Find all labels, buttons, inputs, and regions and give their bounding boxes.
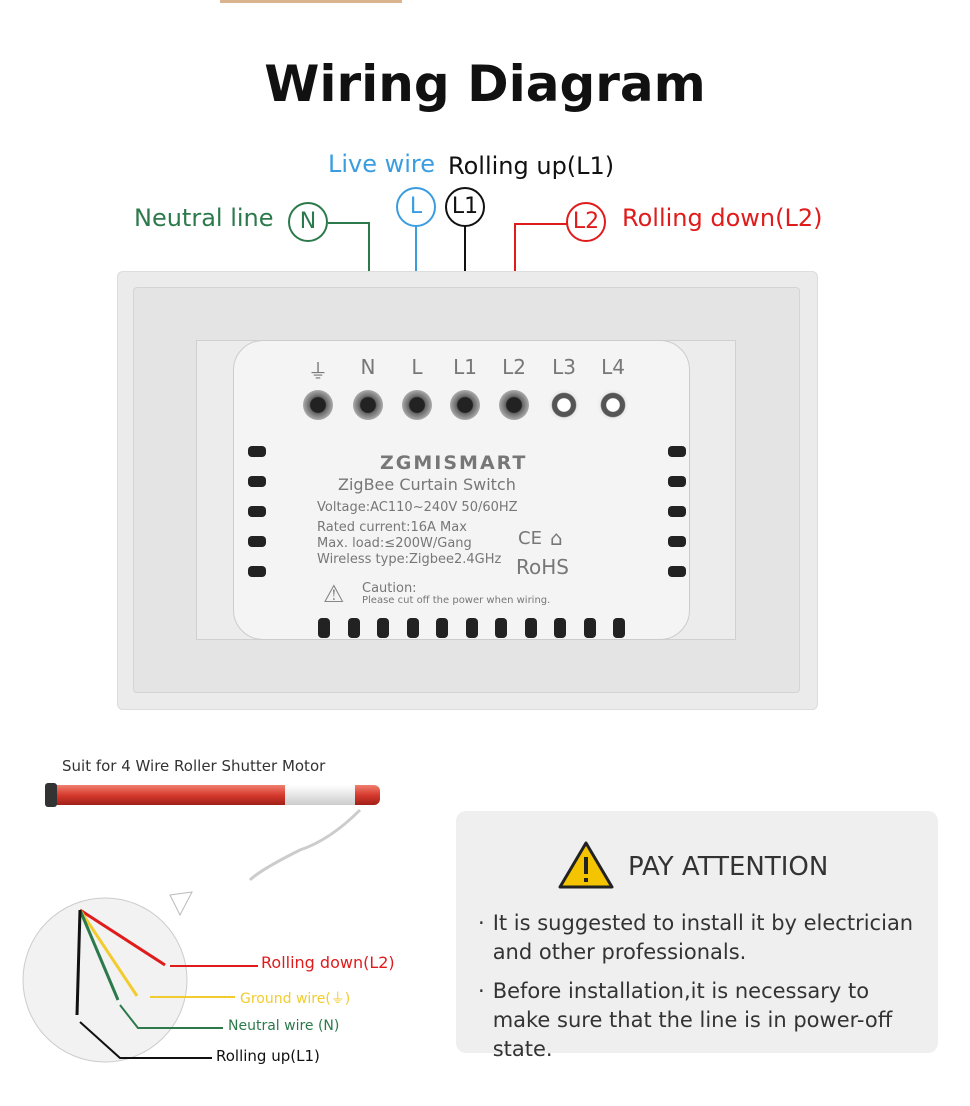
vent-slot: [406, 618, 419, 638]
caution-text: Please cut off the power when wiring.: [362, 595, 551, 606]
terminal-screw: [450, 390, 480, 420]
motor-head: [285, 785, 355, 805]
load-spec: Max. load:≤200W/Gang: [317, 536, 472, 551]
motor-cable: [248, 808, 362, 882]
terminal-screw: [303, 390, 333, 420]
terminal-screw: [499, 390, 529, 420]
attention-heading: PAY ATTENTION: [628, 852, 829, 882]
terminal-label: L2: [502, 355, 526, 379]
ce-mark: CE: [518, 528, 542, 549]
caution-heading: Caution:: [362, 581, 417, 596]
vent-slot: [248, 476, 266, 487]
top-accent-bar: [220, 0, 402, 3]
vent-slot: [465, 618, 478, 638]
rohs-mark: RoHS: [516, 555, 569, 579]
brand-logo: ZGMISMART: [380, 452, 528, 474]
terminal-screw: [402, 390, 432, 420]
terminal-label: L: [411, 355, 423, 379]
vent-slot: [248, 446, 266, 457]
circle-l: L: [396, 187, 436, 227]
vent-slot: [495, 618, 507, 638]
circle-l1: L1: [445, 187, 485, 227]
terminal-label: L1: [453, 355, 477, 379]
motor-end-cap: [45, 783, 57, 807]
warning-icon: [558, 841, 614, 889]
leader-line: [79, 1021, 212, 1059]
terminal-label: L4: [601, 355, 625, 379]
vent-slot: [668, 536, 686, 547]
motor-rolling-down-label: Rolling down(L2): [261, 953, 395, 972]
bullet-item: · It is suggested to install it by electr…: [478, 909, 918, 967]
vent-slot: [248, 506, 266, 517]
vent-slot: [248, 536, 266, 547]
terminal-label: L3: [552, 355, 576, 379]
vent-slot: [347, 618, 360, 638]
vent-slot: [377, 618, 389, 638]
current-spec: Rated current:16A Max: [317, 520, 467, 535]
motor-rolling-up-label: Rolling up(L1): [216, 1047, 320, 1065]
vent-slot: [668, 566, 686, 577]
terminal-screw: [353, 390, 383, 420]
live-wire-label: Live wire: [328, 150, 436, 178]
vent-slot: [613, 618, 625, 638]
vent-slot: [583, 618, 596, 638]
magnifier-pointer: [169, 891, 193, 917]
wireless-spec: Wireless type:Zigbee2.4GHz: [317, 552, 502, 567]
terminal-screw: [598, 390, 628, 420]
magnifier-circle: [22, 897, 188, 1063]
terminal-label: N: [360, 355, 376, 379]
vent-slot: [554, 618, 566, 638]
vent-slot: [436, 618, 448, 638]
vent-slot: [668, 446, 686, 457]
home-icon: ⌂: [550, 526, 563, 550]
vent-slot: [668, 476, 686, 487]
leader-line: [119, 1004, 223, 1029]
bullet-dot: ·: [478, 911, 485, 935]
bullet-item: · Before installation,it is necessary to …: [478, 977, 918, 1064]
motor-ground-label: Ground wire(⏚): [240, 991, 351, 1007]
circle-l2: L2: [566, 202, 606, 242]
vent-slot: [318, 618, 330, 638]
terminal-screw: [549, 390, 579, 420]
motor-wire-detail: [22, 808, 362, 1063]
attention-box: [456, 811, 938, 1053]
rolling-up-label: Rolling up(L1): [448, 152, 615, 180]
voltage-spec: Voltage:AC110~240V 50/60HZ: [317, 500, 518, 515]
terminal-label: ⏚: [308, 359, 328, 383]
bullet-dot: ·: [478, 979, 485, 1003]
vent-slot: [524, 618, 537, 638]
motor-neutral-label: Neutral wire (N): [228, 1018, 340, 1034]
product-name: ZigBee Curtain Switch: [338, 475, 516, 494]
neutral-line-label: Neutral line: [134, 204, 274, 232]
bullet-text: Before installation,it is necessary to m…: [492, 979, 893, 1061]
rolling-down-label: Rolling down(L2): [622, 204, 823, 232]
motor-caption: Suit for 4 Wire Roller Shutter Motor: [62, 757, 326, 775]
attention-bullets: · It is suggested to install it by electr…: [478, 909, 918, 1064]
red-wire: [79, 908, 166, 967]
green-wire: [78, 909, 120, 1001]
page-title: Wiring Diagram: [264, 55, 706, 113]
circle-n: N: [288, 202, 328, 242]
vent-slot: [668, 506, 686, 517]
bullet-text: It is suggested to install it by electri…: [492, 911, 914, 964]
vent-slot: [248, 566, 266, 577]
yellow-wire: [78, 909, 139, 997]
black-wire: [75, 909, 82, 1016]
caution-triangle-icon: ⚠: [323, 580, 345, 608]
